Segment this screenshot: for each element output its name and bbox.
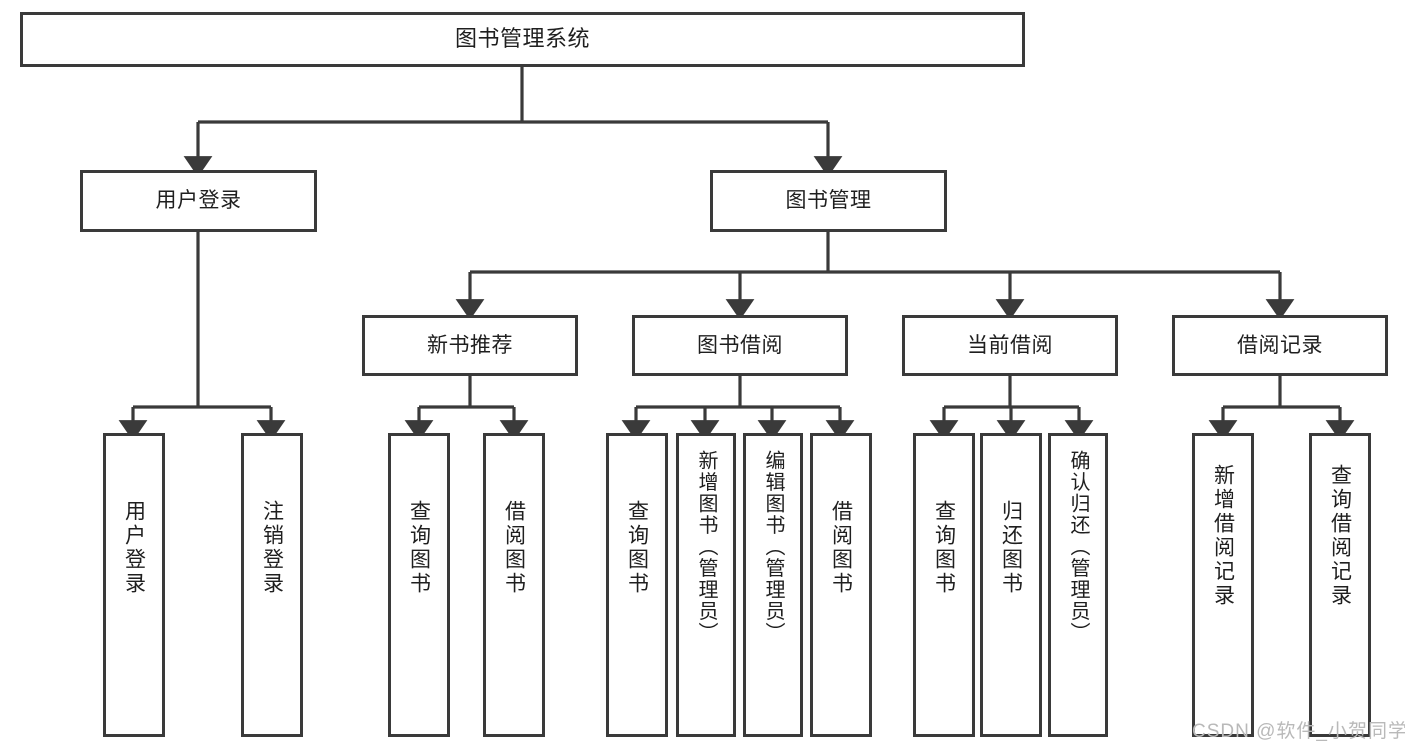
node-book-borrow[interactable]: 图书借阅 (632, 315, 848, 376)
leaf-return-book[interactable]: 归还图书 (980, 433, 1042, 737)
leaf-query-borrow-record[interactable]: 查询借阅记录 (1309, 433, 1371, 737)
node-label: 图书管理 (785, 189, 872, 213)
node-label: 注销登录 (260, 500, 284, 596)
leaf-borrow-book[interactable]: 借阅图书 (810, 433, 872, 737)
leaf-confirm-return-admin[interactable]: 确认归还（管理员） (1048, 433, 1108, 737)
leaf-query-book-recommend[interactable]: 查询图书 (388, 433, 450, 737)
leaf-borrow-book-recommend[interactable]: 借阅图书 (483, 433, 545, 737)
watermark-csdn: CSDN @软件_小贺同学 (1192, 721, 1405, 742)
node-root-system[interactable]: 图书管理系统 (20, 12, 1025, 67)
node-label: 用户登录 (122, 500, 146, 596)
leaf-logout-login[interactable]: 注销登录 (241, 433, 303, 737)
node-label: 借阅图书 (829, 500, 853, 596)
node-label: 查询借阅记录 (1328, 464, 1352, 608)
node-book-management[interactable]: 图书管理 (710, 170, 947, 232)
node-current-borrow[interactable]: 当前借阅 (902, 315, 1118, 376)
node-label: 新增图书（管理员） (695, 450, 717, 644)
node-label: 编辑图书（管理员） (762, 450, 784, 644)
node-user-login[interactable]: 用户登录 (80, 170, 317, 232)
node-new-book-recommend[interactable]: 新书推荐 (362, 315, 578, 376)
node-label: 归还图书 (999, 500, 1023, 596)
leaf-edit-book-admin[interactable]: 编辑图书（管理员） (743, 433, 803, 737)
node-borrow-record[interactable]: 借阅记录 (1172, 315, 1388, 376)
node-label: 图书管理系统 (454, 26, 590, 52)
leaf-add-borrow-record[interactable]: 新增借阅记录 (1192, 433, 1254, 737)
node-label: 新增借阅记录 (1211, 464, 1235, 608)
node-label: 查询图书 (407, 500, 431, 596)
leaf-add-book-admin[interactable]: 新增图书（管理员） (676, 433, 736, 737)
leaf-query-book-borrow[interactable]: 查询图书 (606, 433, 668, 737)
leaf-query-book-current[interactable]: 查询图书 (913, 433, 975, 737)
node-label: 当前借阅 (967, 333, 1053, 357)
node-label: 借阅图书 (502, 500, 526, 596)
node-label: 图书借阅 (697, 333, 783, 357)
node-label: 用户登录 (155, 189, 242, 213)
node-label: 借阅记录 (1237, 333, 1323, 357)
node-label: 确认归还（管理员） (1067, 450, 1089, 644)
node-label: 新书推荐 (427, 333, 513, 357)
node-label: 查询图书 (932, 500, 956, 596)
node-label: 查询图书 (625, 500, 649, 596)
leaf-user-login[interactable]: 用户登录 (103, 433, 165, 737)
